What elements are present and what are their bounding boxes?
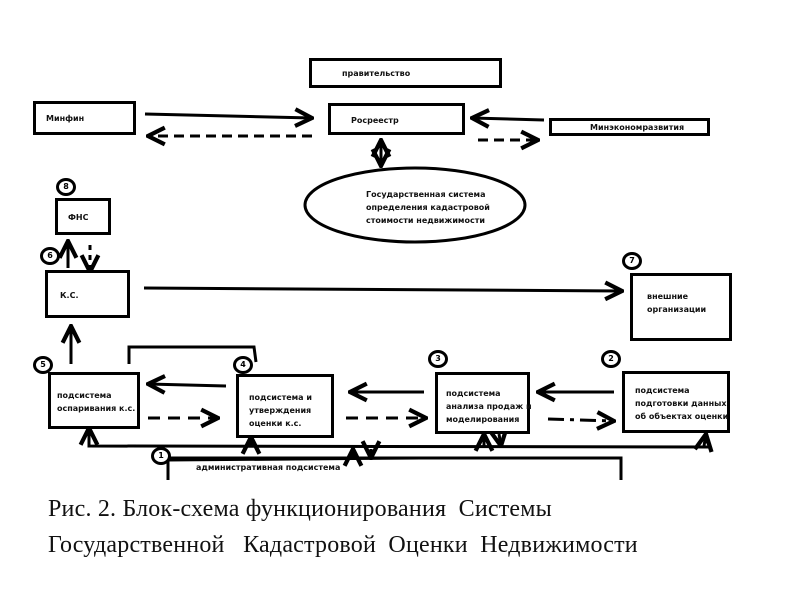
data-line-3: об объектах оценки bbox=[635, 412, 729, 421]
arrow-mineconom-to-rosreestr bbox=[472, 118, 545, 120]
arrow-ks-to-external bbox=[143, 288, 622, 291]
minfin-label: Минфин bbox=[46, 114, 85, 123]
external-line-2: организации bbox=[647, 305, 707, 314]
dispute-line-2: оспаривания к.с. bbox=[57, 404, 136, 413]
arrow-bus-to-data bbox=[704, 434, 706, 446]
line-approval-loop bbox=[127, 345, 258, 364]
government-label: правительство bbox=[342, 69, 411, 78]
arrow-analysis-to-data bbox=[547, 419, 614, 421]
fns-box: ФНС bbox=[55, 198, 111, 235]
dispute-line-1: подсистема bbox=[57, 391, 112, 400]
badge-8: 8 bbox=[56, 178, 76, 196]
analysis-line-3: моделирования bbox=[446, 415, 520, 424]
arrow-approval-to-dispute bbox=[148, 384, 227, 386]
data-line-2: подготовки данных bbox=[635, 399, 727, 408]
approval-subsystem-box: подсистема и утверждения оценки к.с. bbox=[236, 374, 334, 438]
external-line-1: внешние bbox=[647, 292, 689, 301]
approval-line-3: оценки к.с. bbox=[249, 419, 302, 428]
badge-1: 1 bbox=[151, 447, 171, 465]
approval-line-2: утверждения bbox=[249, 406, 312, 415]
data-line-1: подсистема bbox=[635, 386, 690, 395]
mineconom-box: Минэкономразвития bbox=[549, 118, 710, 136]
rosreestr-box: Росреестр bbox=[328, 103, 465, 135]
line-bus-upper bbox=[87, 428, 713, 449]
analysis-line-1: подсистема bbox=[446, 389, 501, 398]
data-subsystem-box: подсистема подготовки данных об объектах… bbox=[622, 371, 730, 433]
state-system-line-2: определения кадастровой bbox=[366, 203, 490, 212]
badge-6: 6 bbox=[40, 247, 60, 265]
badge-7: 7 bbox=[622, 252, 642, 270]
figure-caption-line-2: Государственной Кадастровой Оценки Недви… bbox=[48, 532, 638, 558]
badge-4: 4 bbox=[233, 356, 253, 374]
ks-label: К.С. bbox=[60, 291, 79, 300]
arrow-analysis-to-bus bbox=[499, 434, 501, 446]
admin-subsystem-label: административная подсистема bbox=[196, 463, 341, 472]
ks-box: К.С. bbox=[45, 270, 130, 318]
state-system-ellipse bbox=[303, 166, 527, 244]
figure-caption-line-1: Рис. 2. Блок-схема функционирования Сист… bbox=[48, 496, 552, 522]
state-system-line-3: стоимости недвижимости bbox=[366, 216, 485, 225]
external-box: внешние организации bbox=[630, 273, 732, 341]
mineconom-label: Минэкономразвития bbox=[590, 123, 685, 132]
government-box: правительство bbox=[309, 58, 502, 88]
fns-label: ФНС bbox=[68, 213, 89, 222]
badge-3: 3 bbox=[428, 350, 448, 368]
badge-2: 2 bbox=[601, 350, 621, 368]
state-system-label: Государственная система определения када… bbox=[366, 188, 490, 227]
arrow-minfin-to-rosreestr bbox=[144, 114, 312, 118]
badge-5: 5 bbox=[33, 356, 53, 374]
minfin-box: Минфин bbox=[33, 101, 136, 135]
state-system-line-1: Государственная система bbox=[366, 190, 486, 199]
rosreestr-label: Росреестр bbox=[351, 116, 399, 125]
analysis-line-2: анализа продаж и bbox=[446, 402, 532, 411]
dispute-subsystem-box: подсистема оспаривания к.с. bbox=[48, 372, 140, 429]
line-admin-box bbox=[166, 456, 623, 480]
approval-line-1: подсистема и bbox=[249, 393, 312, 402]
analysis-subsystem-box: подсистема анализа продаж и моделировани… bbox=[435, 372, 532, 434]
